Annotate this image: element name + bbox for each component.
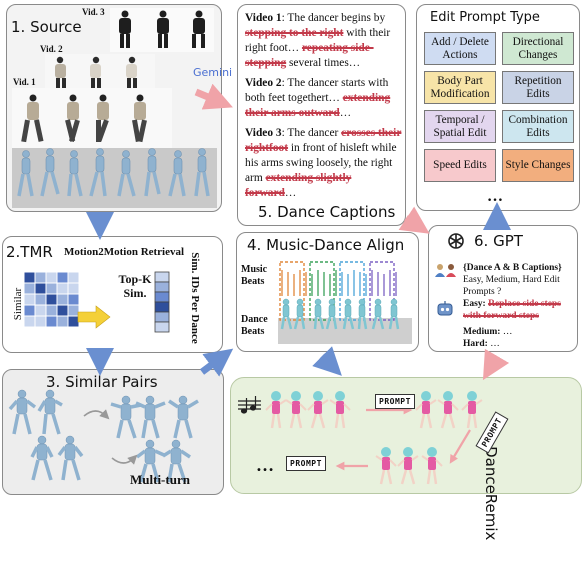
edit-type-chip: Add / Delete Actions — [424, 32, 496, 65]
align-title: 4. Music-Dance Align — [247, 236, 405, 254]
users-icon — [435, 264, 456, 277]
remix-avatars — [265, 391, 483, 485]
music-beats-label: Music Beats — [241, 264, 268, 287]
tmr-subtitle: Motion2Motion Retrieval — [64, 246, 185, 258]
edit-types-title: Edit Prompt Type — [430, 10, 540, 25]
remix-dancer — [329, 391, 351, 429]
remix-dancer — [375, 447, 397, 485]
robot-icon — [437, 301, 453, 316]
caption-video2: Video 2: The dancer starts with both fee… — [245, 77, 391, 119]
gpt-answer-easy: Easy: Replace side steps with forward st… — [463, 299, 561, 321]
similar-pair-avatars — [8, 389, 199, 483]
gpt-icon — [448, 233, 464, 249]
captions-panel — [237, 4, 406, 226]
source-video-frames — [12, 10, 217, 208]
music-dance-beats — [278, 261, 412, 344]
remix-prompt-tag-3: PROMPT — [286, 456, 326, 471]
edit-types-more: … — [487, 188, 503, 205]
gpt-query: {Dance A & B Captions}Easy, Medium, Hard… — [463, 263, 562, 297]
captions-title: 5. Dance Captions — [258, 203, 396, 221]
edit-type-chip: Combination Edits — [502, 110, 574, 143]
gemini-logo: Gemini — [193, 66, 232, 79]
tmr-title: 2.TMR — [6, 243, 53, 261]
remix-dancer — [437, 391, 459, 429]
vid1-label: Vid. 1 — [13, 77, 36, 87]
pairs-title: 3. Similar Pairs — [46, 373, 158, 391]
edit-type-chip: Directional Changes — [502, 32, 574, 65]
remix-prompt-tag-1: PROMPT — [375, 394, 415, 409]
caption-video1: Video 1: The dancer begins by stepping t… — [245, 12, 391, 69]
remix-dancer — [397, 447, 419, 485]
remix-dancer — [421, 447, 443, 485]
remix-more: … — [256, 455, 274, 475]
topk-label: Top-K Sim. — [118, 272, 152, 300]
caption-video3: Video 3: The dancer crosses their rightf… — [245, 127, 402, 199]
remix-dancer — [415, 391, 437, 429]
music-notes-icon — [238, 396, 261, 414]
edit-type-chip: Repetition Edits — [502, 71, 574, 104]
similarity-matrix — [23, 271, 170, 333]
pairs-panel — [2, 369, 224, 495]
gpt-answer-medium: Medium: … — [463, 327, 513, 337]
gpt-answer-hard: Hard: … — [463, 339, 500, 349]
dance-beats-label: Dance Beats — [241, 314, 268, 337]
source-title: 1. Source — [11, 18, 82, 36]
remix-dancer — [265, 391, 287, 429]
gpt-title: 6. GPT — [474, 232, 523, 250]
vid2-label: Vid. 2 — [40, 44, 63, 54]
remix-dancer — [285, 391, 307, 429]
edit-type-chip: Body Part Modification — [424, 71, 496, 104]
remix-dancer — [307, 391, 329, 429]
flow-arrows — [86, 83, 511, 381]
gemini-label: Gemini — [193, 66, 233, 79]
edit-type-chip: Style Changes — [502, 149, 574, 182]
edit-type-chip: Temporal / Spatial Edit — [424, 110, 496, 143]
multiturn-label: Multi-turn — [130, 472, 190, 487]
edit-type-chip: Speed Edits — [424, 149, 496, 182]
captions-text: Video 1: The dancer begins by stepping t… — [245, 11, 403, 206]
remix-dancer — [461, 391, 483, 429]
vid3-label: Vid. 3 — [82, 7, 105, 17]
